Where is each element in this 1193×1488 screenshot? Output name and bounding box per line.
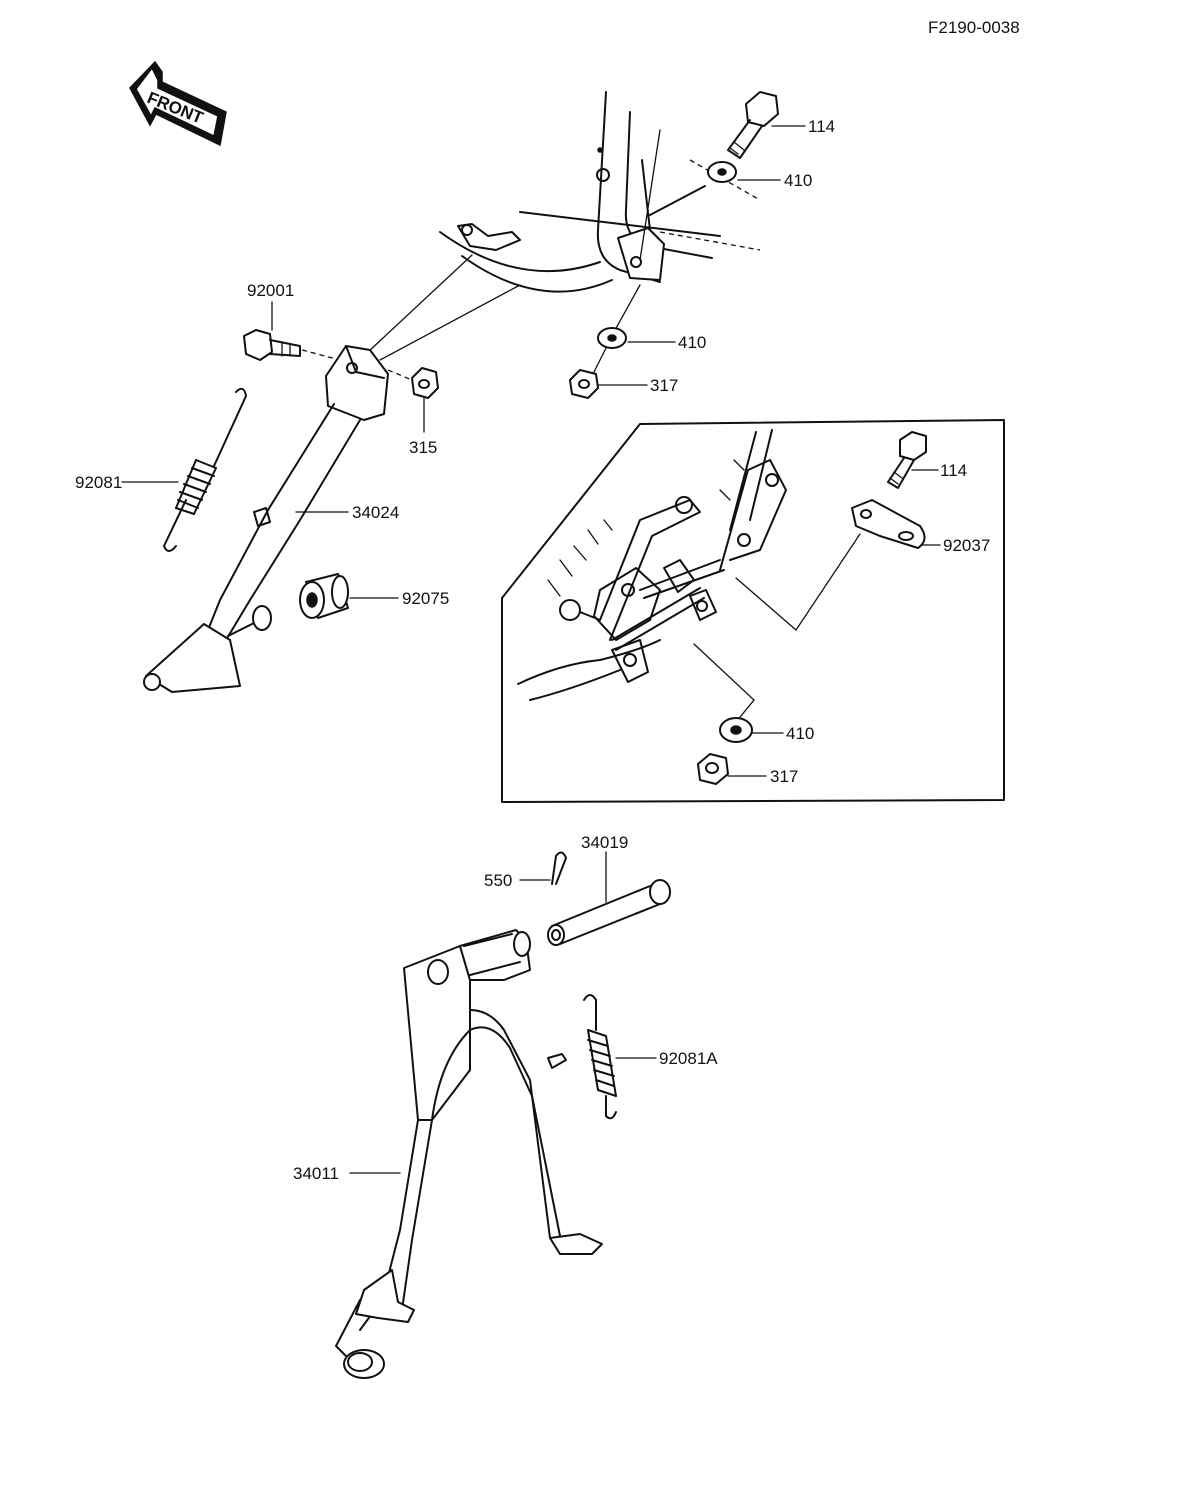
callout-114-inset: 114	[940, 461, 967, 480]
callout-315: 315	[409, 438, 437, 457]
nut-317-mid	[569, 369, 599, 399]
callout-410-top: 410	[784, 171, 812, 190]
bolt-114-inset	[887, 431, 927, 489]
nut-317-inset	[697, 753, 729, 785]
callout-317-mid: 317	[650, 376, 678, 395]
callout-92001: 92001	[247, 281, 294, 300]
washer-410-top	[707, 161, 737, 183]
spring-92081	[163, 387, 247, 552]
bracket-92037	[851, 499, 926, 549]
callout-410-mid: 410	[678, 333, 706, 352]
callout-317-inset: 317	[770, 767, 798, 786]
bolt-92001	[243, 329, 341, 361]
center-stand	[335, 929, 603, 1379]
callout-92081: 92081	[75, 473, 122, 492]
washer-410-mid	[597, 327, 627, 349]
cotter-pin-550	[551, 851, 567, 885]
frame-upper	[439, 91, 761, 293]
callout-92075: 92075	[402, 589, 449, 608]
washer-410-inset	[719, 717, 753, 743]
callout-34019: 34019	[581, 833, 628, 852]
inset-box	[501, 419, 1005, 803]
front-arrow-icon: FRONT	[129, 60, 227, 147]
rubber-92075	[299, 573, 349, 619]
bolt-114-top	[727, 91, 779, 159]
callout-92037: 92037	[943, 536, 990, 555]
nut-315	[411, 367, 439, 399]
side-stand	[143, 345, 389, 693]
callout-114-top: 114	[808, 117, 835, 136]
diagram-code: F2190-0038	[928, 18, 1020, 37]
pivot-shaft-34019	[547, 879, 671, 946]
callout-92081a: 92081A	[659, 1049, 718, 1068]
callout-34024: 34024	[352, 503, 399, 522]
callout-410-inset: 410	[786, 724, 814, 743]
callout-34011: 34011	[293, 1164, 339, 1183]
spring-92081a	[583, 994, 617, 1120]
callout-550: 550	[484, 871, 512, 890]
